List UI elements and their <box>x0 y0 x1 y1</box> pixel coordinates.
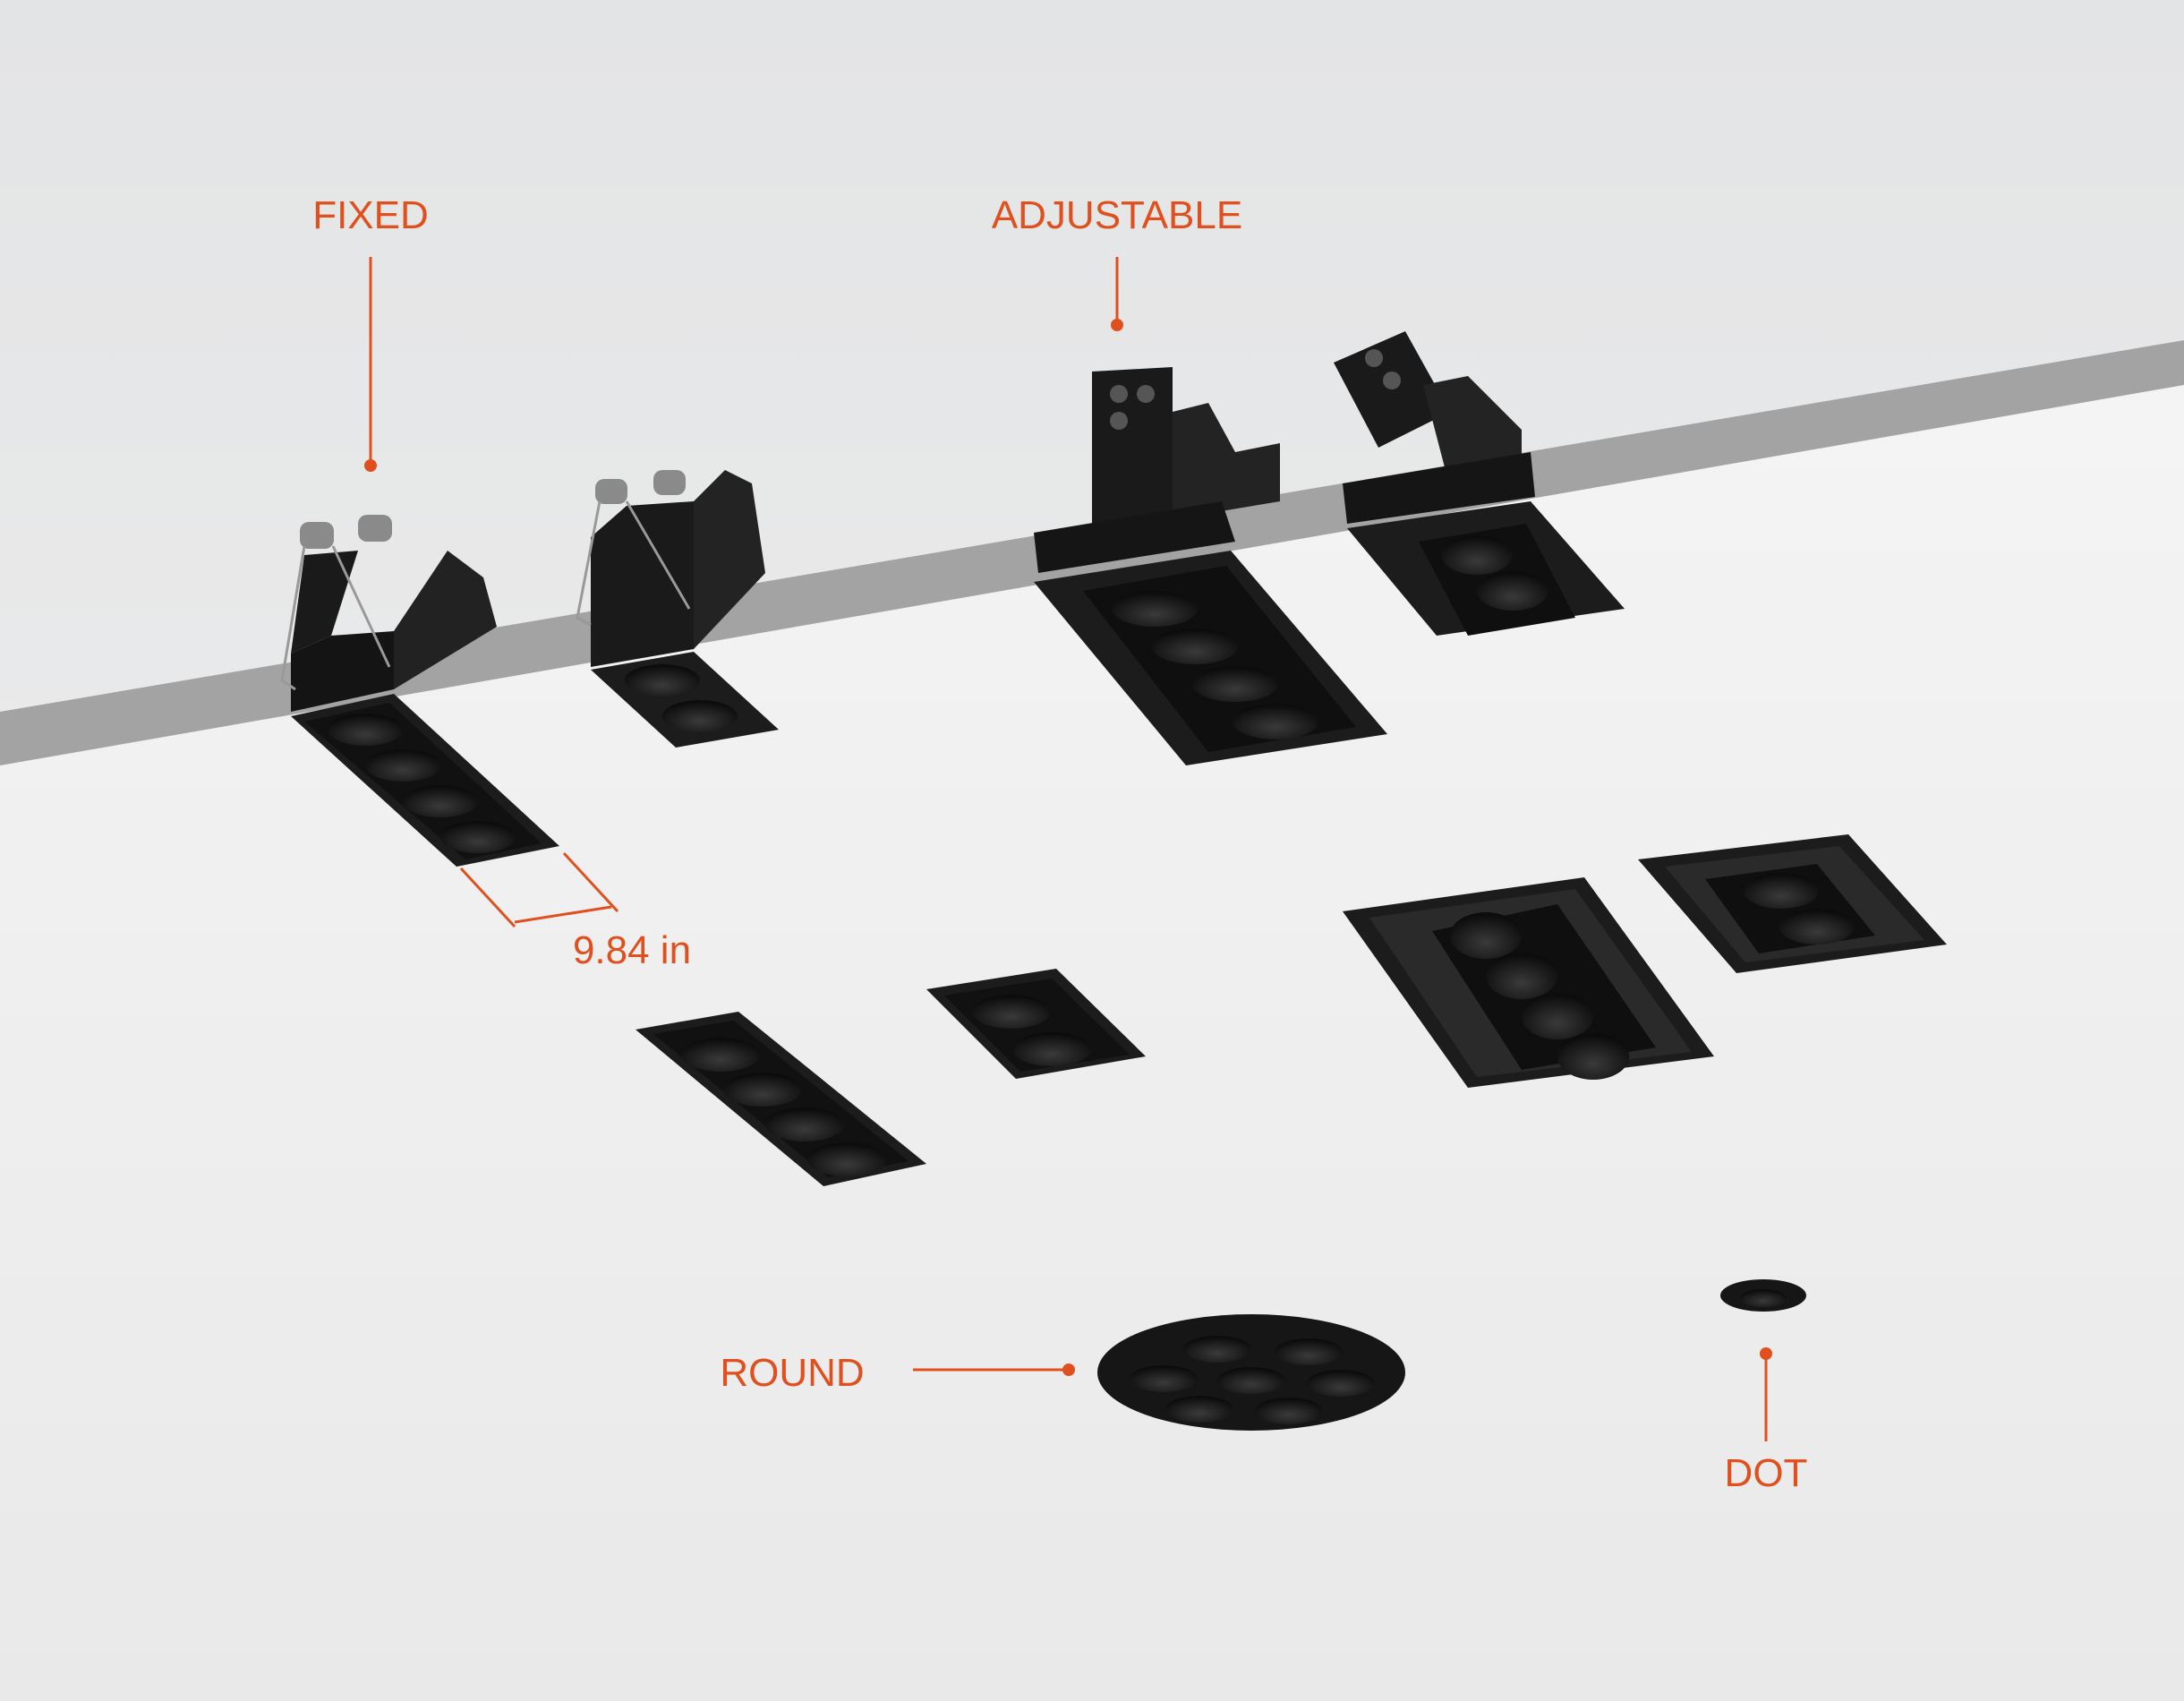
round-fixture <box>1097 1314 1405 1431</box>
flush-fixed-four-cell-fixture <box>636 1012 926 1186</box>
round-label: ROUND <box>720 1351 864 1395</box>
dot-fixture <box>1720 1279 1806 1312</box>
adjustable-callout <box>1111 257 1123 331</box>
flush-fixed-two-cell-fixture <box>926 969 1146 1079</box>
dot-label: DOT <box>1725 1451 1808 1495</box>
fixed-callout <box>364 257 377 472</box>
adjustable-four-cell-fixture <box>1034 367 1387 765</box>
dot-callout <box>1760 1347 1772 1441</box>
flush-adjustable-four-cell-fixture <box>1343 877 1714 1088</box>
flush-adjustable-two-cell-fixture <box>1638 834 1947 973</box>
fixed-two-cell-fixture <box>576 470 779 748</box>
round-callout <box>913 1363 1075 1376</box>
adjustable-label: ADJUSTABLE <box>992 193 1242 237</box>
dimension-label: 9.84 in <box>573 928 691 972</box>
adjustable-two-cell-fixture <box>1334 331 1625 636</box>
fixed-label: FIXED <box>312 193 429 237</box>
fixed-four-cell-fixture <box>280 515 559 867</box>
dimension-indicator <box>459 851 619 928</box>
